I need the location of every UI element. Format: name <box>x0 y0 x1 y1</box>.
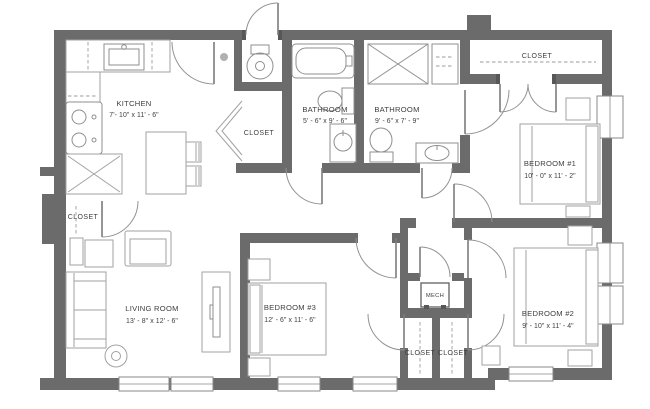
closet-top-right-label: CLOSET <box>522 53 553 60</box>
bed <box>519 123 601 205</box>
room-labels: KITCHEN 7'- 10" x 11' - 6" BATHROOM 5' -… <box>68 53 576 357</box>
bedroom3-label: BEDROOM #3 <box>264 303 316 312</box>
bathroom2-door <box>421 167 453 199</box>
washing-machine <box>246 44 274 80</box>
bedroom2-door <box>467 239 507 279</box>
closet-bedroom3-label: CLOSET <box>405 350 436 357</box>
tv-console <box>201 271 231 353</box>
window <box>596 242 624 284</box>
bedroom1-furniture <box>519 97 601 218</box>
living-room-label: LIVING ROOM <box>125 304 178 313</box>
entry-door <box>245 2 279 36</box>
closet-double-door-right <box>527 83 557 113</box>
entry-closet-door <box>101 200 139 238</box>
bedroom2-closet-door <box>467 313 505 351</box>
stool <box>185 141 202 163</box>
window <box>596 95 624 139</box>
bedroom1-door <box>464 89 510 135</box>
bedroom1-dims: 10' - 0" x 11' - 2" <box>524 173 576 180</box>
nightstand <box>247 357 271 377</box>
closet-rods <box>75 61 596 374</box>
sink-vanity <box>329 123 357 163</box>
nightstand <box>565 97 591 121</box>
bathroom1-label: BATHROOM <box>302 105 347 114</box>
kitchen-dims: 7'- 10" x 11' - 6" <box>109 112 159 119</box>
kitchen-label: KITCHEN <box>116 99 151 108</box>
window <box>508 366 554 382</box>
bathroom1-door <box>285 167 323 205</box>
kitchen-island <box>145 131 202 195</box>
mech-label: MECH <box>426 293 444 299</box>
bathroom1-fixtures <box>291 43 357 163</box>
bedroom1-label: BEDROOM #1 <box>524 159 576 168</box>
bathroom2-fixtures <box>367 43 459 164</box>
bed <box>513 247 599 347</box>
window <box>352 376 398 392</box>
nightstand <box>567 225 593 246</box>
linen-shelves <box>431 43 459 85</box>
bedroom3-door <box>355 237 397 279</box>
mech-unit <box>420 282 450 309</box>
bedroom3-dims: 12' - 6" x 11' - 6" <box>264 317 316 324</box>
closet-entry-label: CLOSET <box>68 214 99 221</box>
end-table <box>69 237 84 266</box>
door-stop <box>220 53 228 61</box>
bed <box>247 282 327 356</box>
nightstand <box>567 349 593 367</box>
stool <box>185 165 202 187</box>
window <box>277 376 321 392</box>
side-table <box>84 239 114 268</box>
closet-bedroom2-label: CLOSET <box>438 350 469 357</box>
chair <box>481 345 501 366</box>
window <box>596 285 624 325</box>
windows <box>118 95 624 392</box>
refrigerator <box>65 153 123 195</box>
toilet <box>369 127 394 163</box>
window <box>118 376 170 392</box>
bathroom2-label: BATHROOM <box>374 105 419 114</box>
bathroom2-dims: 9' - 6" x 7' - 9" <box>375 118 420 125</box>
walls <box>40 15 612 390</box>
doors <box>101 2 557 351</box>
bedroom2-furniture <box>481 225 599 367</box>
bifold-closet-doors <box>215 100 243 162</box>
kitchen-fixtures <box>65 39 274 195</box>
shower <box>367 43 429 85</box>
bedroom3-closet-door <box>367 313 405 351</box>
living-room-dims: 13' - 8" x 12' - 6" <box>126 318 178 325</box>
bedroom2-dims: 9' - 10" x 11' - 4" <box>522 323 574 330</box>
closet-center-label: CLOSET <box>244 130 275 137</box>
toilet <box>317 87 355 115</box>
hall-door <box>453 183 493 223</box>
living-room-furniture <box>65 230 231 368</box>
sofa <box>65 271 107 349</box>
nightstand <box>247 258 271 281</box>
armchair <box>124 230 172 267</box>
bathtub <box>291 43 355 79</box>
round-table <box>104 344 128 368</box>
stove <box>65 101 103 155</box>
bathroom1-dims: 5' - 6" x 9' - 6" <box>303 118 348 125</box>
nightstand <box>565 205 591 218</box>
window <box>170 376 214 392</box>
closet-double-door-left <box>499 83 529 113</box>
kitchen-sink <box>103 43 145 71</box>
sink-vanity <box>415 142 459 164</box>
mech-door <box>419 246 451 278</box>
bedroom2-label: BEDROOM #2 <box>522 309 574 318</box>
kitchen-door <box>171 41 215 85</box>
bedroom3-furniture <box>247 258 327 377</box>
